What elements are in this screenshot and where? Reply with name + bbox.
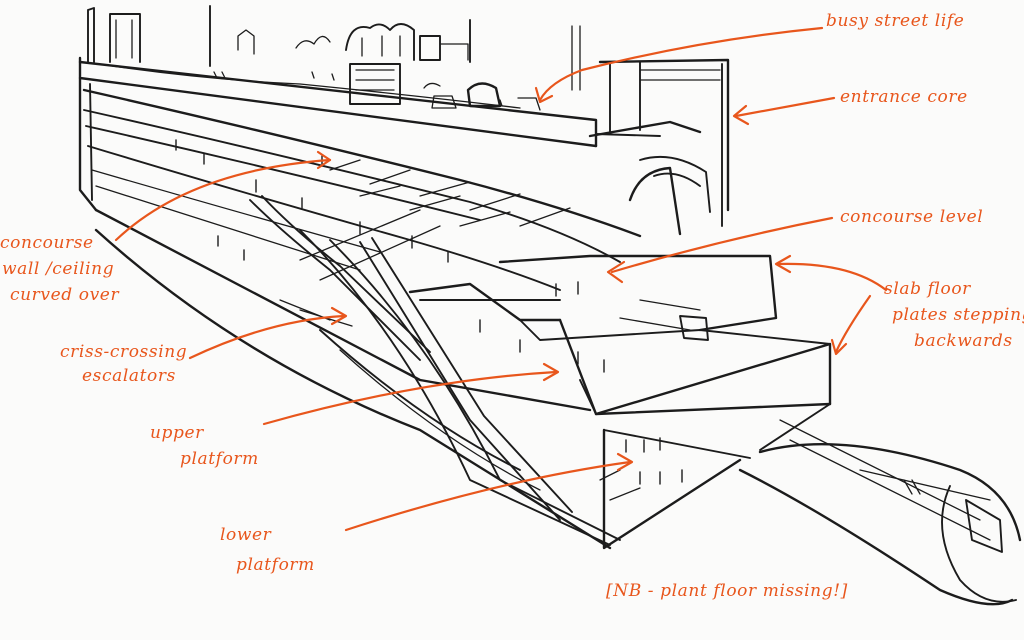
leader-lower-platform [344, 460, 632, 532]
label-plant-floor-note: [NB - plant floor missing!] [606, 580, 848, 602]
leader-busy-street-life [538, 26, 824, 102]
label-entrance-core-text: entrance core [840, 87, 968, 107]
leader-slab-floor-2 [834, 294, 872, 354]
leader-concourse-wall [114, 158, 332, 242]
leader-concourse-level [610, 216, 834, 274]
label-busy-street-life: busy street life [826, 10, 964, 32]
label-concourse-wall: concourse wall /ceiling curved over [0, 230, 119, 308]
arrow-lower-platform [616, 452, 634, 472]
arrow-slab-floor [774, 254, 792, 274]
leader-slab-floor [776, 262, 888, 292]
lower-platform-block [599, 403, 831, 550]
label-concourse-wall-line-2: wall /ceiling [2, 259, 115, 279]
label-concourse-wall-line-1: concourse [0, 233, 94, 253]
label-escalators-line-1: criss-crossing [60, 342, 188, 362]
label-lower-platform: lower platform [220, 520, 315, 580]
label-concourse-wall-line-3: curved over [10, 285, 120, 305]
arrow-upper-platform [542, 362, 560, 382]
leader-escalators [188, 314, 346, 360]
label-entrance-core: entrance core [840, 86, 968, 108]
escalators [249, 195, 573, 521]
label-concourse-level: concourse level [840, 206, 983, 228]
street-skyline [87, 5, 581, 111]
arrow-escalators [330, 306, 348, 326]
entrance-core [588, 58, 730, 236]
label-upper-platform: upper platform [150, 420, 259, 472]
arrow-entrance-core [732, 104, 750, 126]
annotation-leaders [114, 26, 888, 532]
concourse-structure [78, 76, 832, 550]
figures [175, 139, 683, 485]
leader-entrance-core [734, 96, 836, 118]
train-tunnel [738, 419, 1022, 606]
label-concourse-level-text: concourse level [840, 207, 984, 227]
label-upper-platform-line-1: upper [150, 423, 204, 443]
label-lower-platform-line-1: lower [220, 525, 272, 545]
label-slab-floor-line-2: plates stepping [892, 305, 1024, 325]
arrow-concourse-wall [316, 150, 332, 170]
label-busy-street-life-text: busy street life [826, 11, 965, 31]
label-slab-floor-line-3: backwards [914, 331, 1013, 351]
leader-upper-platform [262, 370, 558, 426]
arrow-busy-street-life [534, 86, 554, 104]
concourse-train [619, 299, 709, 341]
arrow-concourse-level [606, 260, 626, 284]
arrow-slab-floor-2 [830, 338, 848, 356]
street-level-slab [78, 56, 661, 148]
label-escalators: criss-crossing escalators [60, 340, 187, 388]
label-lower-platform-line-2: platform [236, 555, 315, 575]
label-plant-floor-note-text: [NB - plant floor missing!] [606, 581, 848, 601]
label-slab-floor: slab floor plates stepping backwards [884, 276, 1024, 354]
label-escalators-line-2: escalators [82, 366, 176, 386]
label-slab-floor-line-1: slab floor [884, 279, 971, 299]
label-upper-platform-line-2: platform [180, 449, 259, 469]
